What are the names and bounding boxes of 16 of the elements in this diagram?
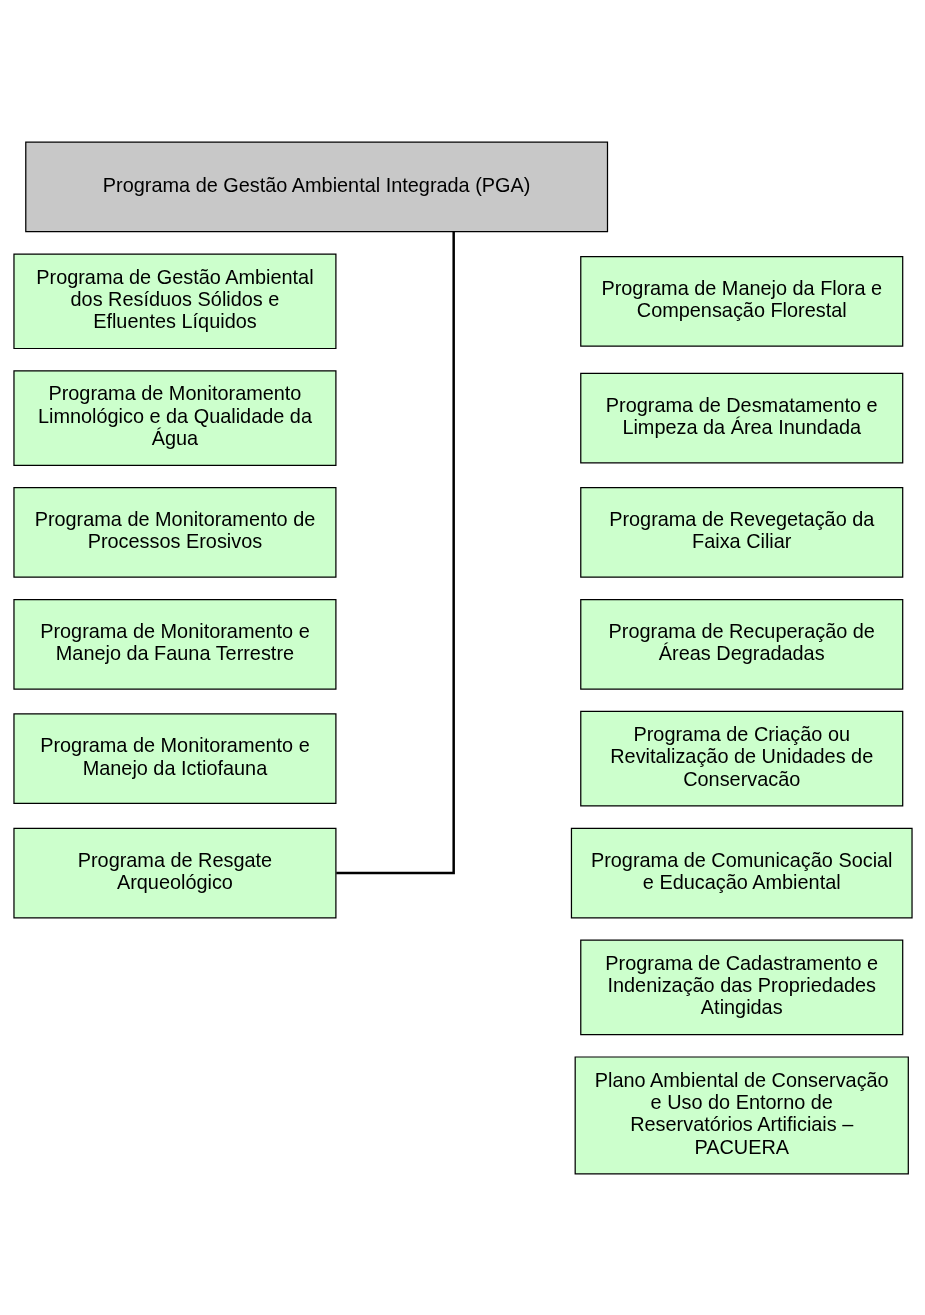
node-box: Programa de Gestão Ambiental dos Resíduos Sólidos e Efluentes Líquidos [12,252,336,349]
node-box: Programa de Monitoramento Limnológico e da Qualidade da Água [12,369,336,466]
node-box: Programa de Monitoramento de Processos Erosivos [12,486,336,578]
node-box: Programa de Monitoramento e Manejo da Ictiofauna [12,712,336,804]
node-box: Programa de Resgate Arqueológico [12,827,336,918]
node-box: Programa de Manejo da Flora e Compensação Florestal [579,255,903,347]
node-box: Programa de Cadastramento e Indenização das Propriedades Atingidas [579,939,903,1035]
node-box: Programa de Monitoramento e Manejo da Fauna Terrestre [12,598,336,690]
node-box: Programa de Recuperação de Áreas Degradadas [579,598,903,690]
node-box: Programa de Revegetação da Faixa Ciliar [579,486,903,578]
node-box: Programa de Comunicação Social e Educação Ambiental [570,827,913,918]
node-box: Programa de Gestão Ambiental Integrada (PGA) [24,141,608,232]
node-box: Programa de Desmatamento e Limpeza da Área Inundada [579,372,903,463]
connector [335,231,455,874]
node-box: Programa de Criação ou Revitalização de Unidades de Conservacão [579,710,903,807]
node-box: Plano Ambiental de Conservação e Uso do Entorno de Reservatórios Artificiais – PACUERA [574,1055,909,1174]
